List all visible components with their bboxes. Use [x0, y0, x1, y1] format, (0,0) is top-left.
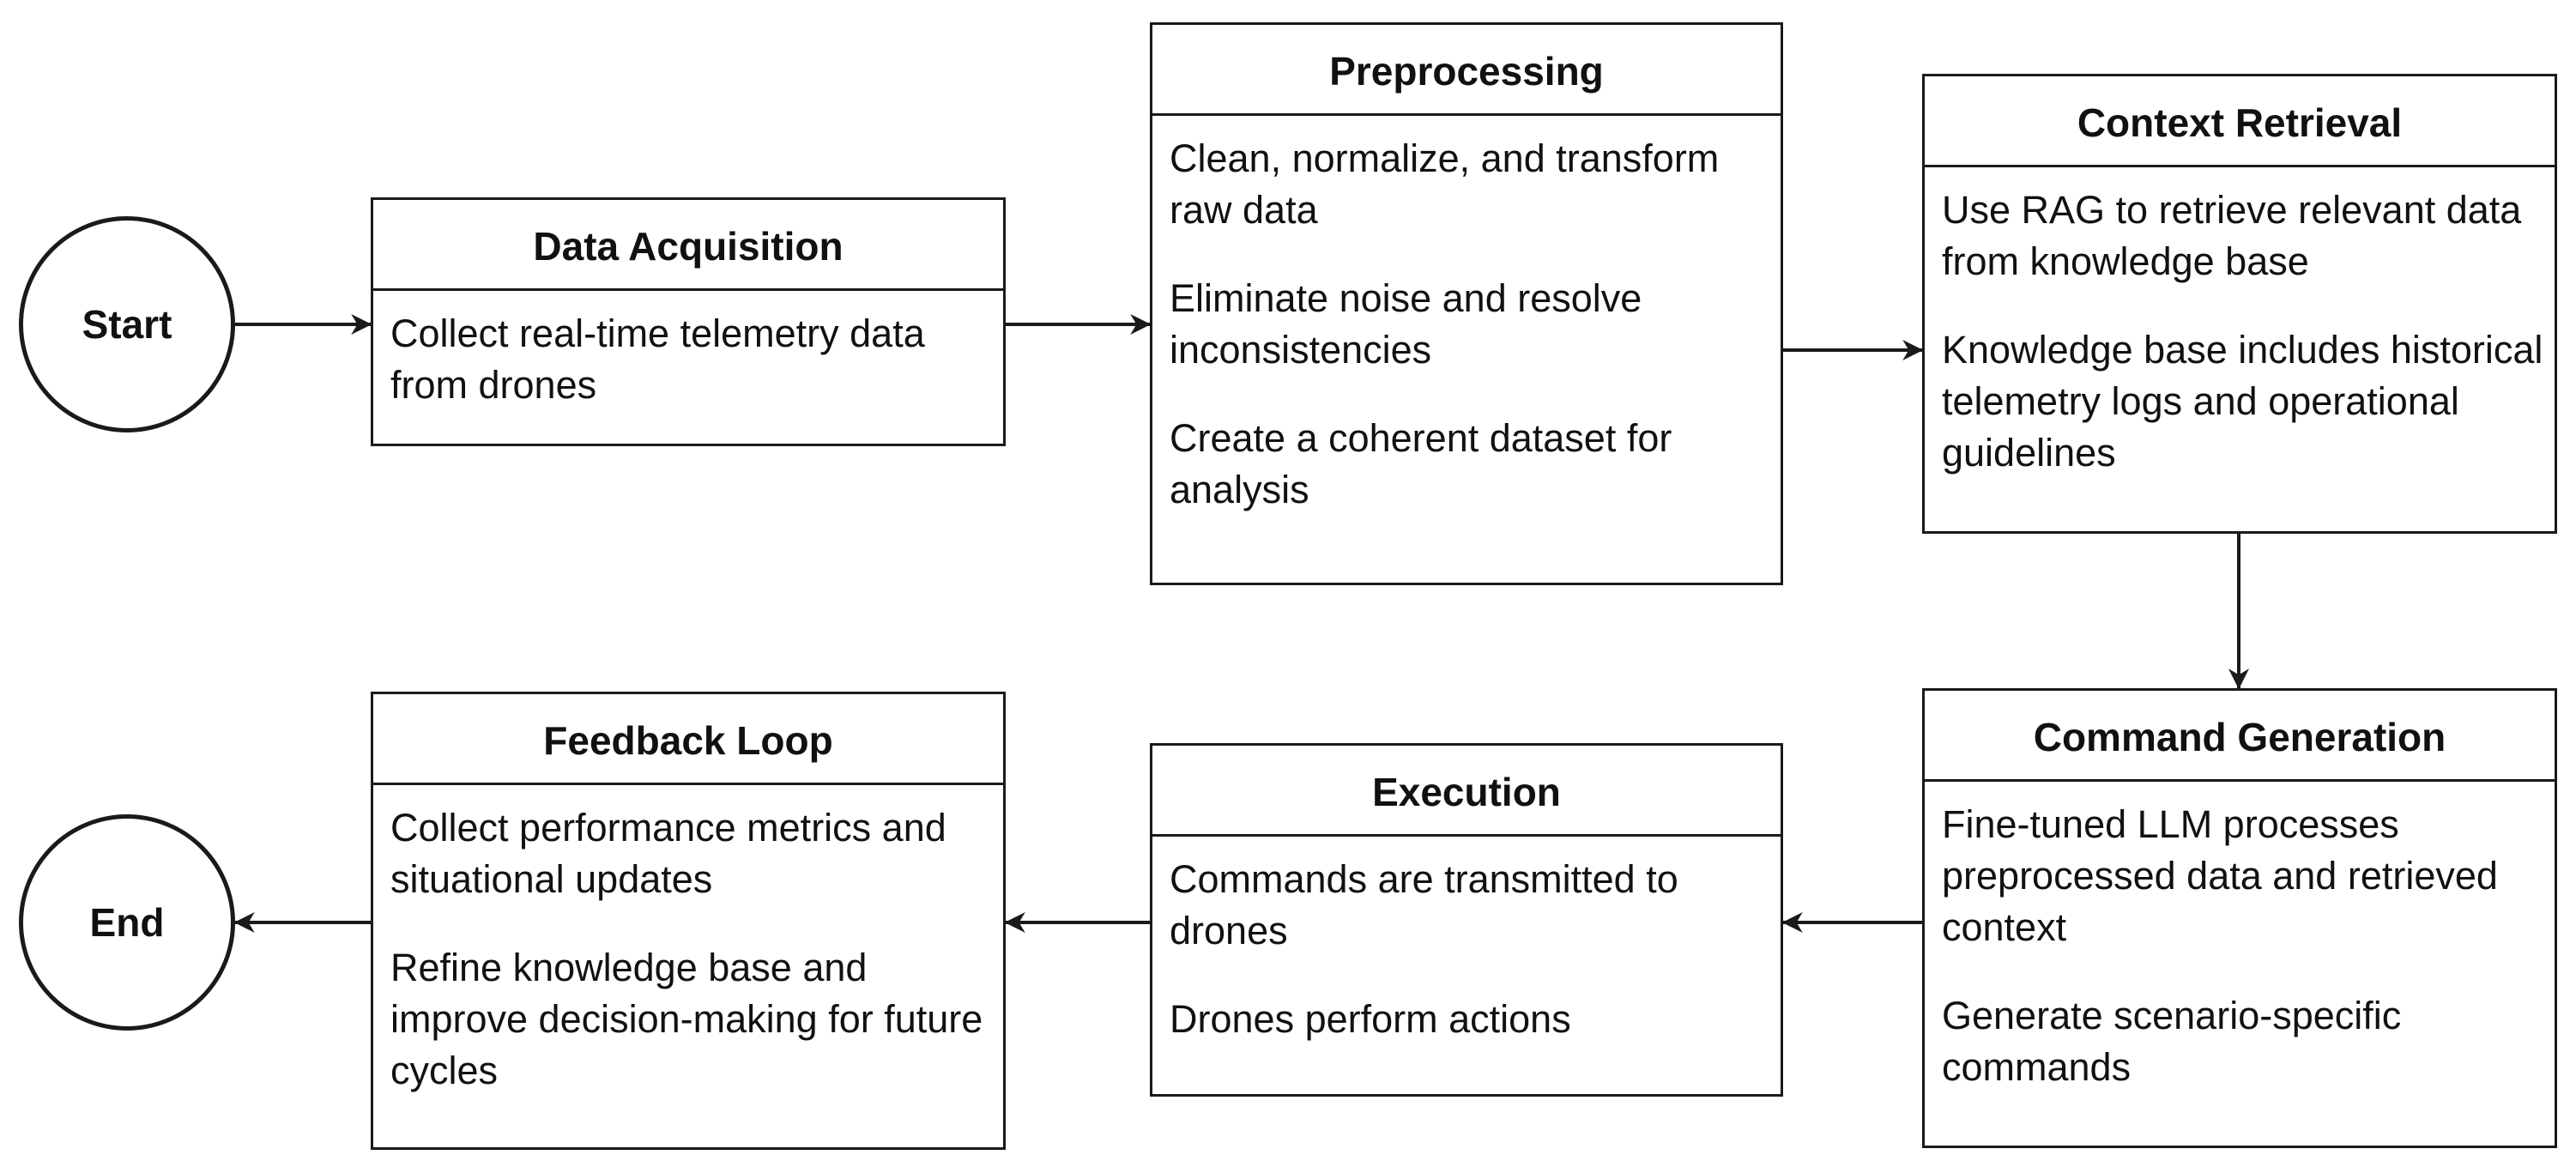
execution-line: Commands are transmitted to drones — [1170, 857, 1678, 952]
command-generation-title: Command Generation — [1925, 691, 2555, 782]
data-acquisition-box: Data Acquisition Collect real-time telem… — [371, 197, 1006, 446]
command-generation-body: Fine-tuned LLM processes preprocessed da… — [1925, 782, 2555, 1093]
start-node: Start — [19, 216, 235, 432]
feedback-loop-title: Feedback Loop — [373, 694, 1003, 785]
preprocessing-line: Create a coherent dataset for analysis — [1170, 416, 1672, 511]
execution-title: Execution — [1152, 746, 1781, 837]
context-retrieval-title: Context Retrieval — [1925, 76, 2555, 167]
feedback-loop-box: Feedback Loop Collect performance metric… — [371, 692, 1006, 1150]
data-acquisition-title: Data Acquisition — [373, 200, 1003, 291]
feedback-loop-body: Collect performance metrics and situatio… — [373, 785, 1003, 1097]
preprocessing-title: Preprocessing — [1152, 25, 1781, 116]
execution-box: Execution Commands are transmitted to dr… — [1150, 743, 1783, 1097]
preprocessing-body: Clean, normalize, and transform raw data… — [1152, 116, 1781, 516]
context-retrieval-line: Knowledge base includes historical telem… — [1942, 328, 2543, 475]
end-node: End — [19, 814, 235, 1031]
start-label: Start — [82, 302, 172, 347]
command-generation-line: Generate scenario-specific commands — [1942, 994, 2402, 1089]
command-generation-box: Command Generation Fine-tuned LLM proces… — [1922, 688, 2557, 1148]
data-acquisition-body: Collect real-time telemetry data from dr… — [373, 291, 1003, 411]
execution-body: Commands are transmitted to drones Drone… — [1152, 837, 1781, 1045]
execution-line: Drones perform actions — [1170, 997, 1571, 1041]
feedback-loop-line: Refine knowledge base and improve decisi… — [390, 946, 983, 1092]
context-retrieval-body: Use RAG to retrieve relevant data from k… — [1925, 167, 2555, 479]
data-acquisition-line: Collect real-time telemetry data from dr… — [390, 311, 925, 407]
feedback-loop-line: Collect performance metrics and situatio… — [390, 806, 946, 901]
context-retrieval-box: Context Retrieval Use RAG to retrieve re… — [1922, 74, 2557, 534]
end-label: End — [89, 900, 165, 945]
preprocessing-line: Eliminate noise and resolve inconsistenc… — [1170, 276, 1642, 372]
preprocessing-line: Clean, normalize, and transform raw data — [1170, 136, 1720, 232]
preprocessing-box: Preprocessing Clean, normalize, and tran… — [1150, 22, 1783, 585]
context-retrieval-line: Use RAG to retrieve relevant data from k… — [1942, 188, 2522, 283]
command-generation-line: Fine-tuned LLM processes preprocessed da… — [1942, 802, 2498, 949]
